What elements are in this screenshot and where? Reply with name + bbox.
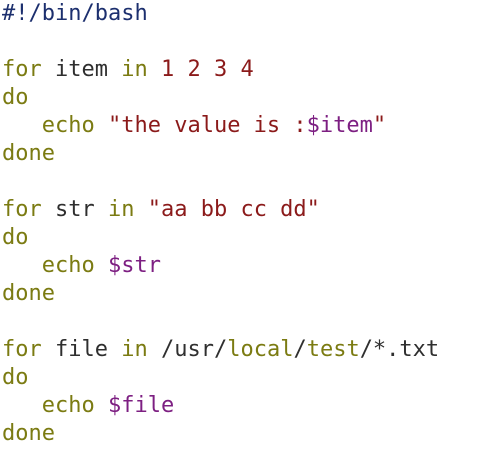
code-token: $item (306, 113, 373, 138)
code-token: in (121, 337, 148, 362)
code-token: " (372, 113, 387, 138)
code-token: #!/bin/bash (2, 1, 148, 26)
code-line[interactable]: done (2, 140, 485, 168)
code-token: echo (41, 113, 95, 138)
code-token: 1 (160, 57, 175, 82)
code-token: "aa bb cc dd" (147, 197, 320, 222)
code-line[interactable]: do (2, 224, 485, 252)
code-token: echo (41, 253, 95, 278)
code-line[interactable]: echo $str (2, 252, 485, 280)
code-token: in (121, 57, 148, 82)
code-line[interactable]: echo $file (2, 392, 485, 420)
code-token: item (41, 57, 122, 82)
code-token: test (306, 337, 360, 362)
code-token: /*.txt (359, 337, 440, 362)
code-line[interactable] (2, 308, 485, 336)
code-token: done (2, 281, 55, 306)
code-token: for (2, 57, 42, 82)
code-token (201, 57, 214, 82)
code-token: in (107, 197, 135, 222)
code-line[interactable]: done (2, 420, 485, 448)
code-line[interactable]: do (2, 84, 485, 112)
code-line[interactable]: #!/bin/bash (2, 0, 485, 28)
code-token (2, 393, 42, 418)
code-token: for (2, 197, 42, 222)
code-token (148, 57, 161, 82)
code-token: "the value is : (107, 113, 307, 138)
code-token (95, 393, 108, 418)
code-token: do (2, 225, 29, 250)
code-token: echo (41, 393, 95, 418)
code-token: /usr/ (147, 337, 228, 362)
code-line[interactable]: do (2, 364, 485, 392)
code-token: / (293, 337, 307, 362)
code-token (95, 113, 108, 138)
code-token (174, 57, 187, 82)
code-token: local (227, 337, 294, 362)
code-line[interactable]: for item in 1 2 3 4 (2, 56, 485, 84)
code-line[interactable] (2, 168, 485, 196)
code-token: done (2, 421, 55, 446)
code-token: $file (107, 393, 175, 418)
code-token: done (2, 141, 55, 166)
code-token: for (2, 337, 42, 362)
code-token (2, 113, 42, 138)
code-token: $str (107, 253, 161, 278)
code-token (2, 253, 42, 278)
code-token: str (41, 197, 108, 222)
code-token: do (2, 85, 29, 110)
code-line[interactable]: echo "the value is :$item" (2, 112, 485, 140)
code-token (95, 253, 108, 278)
code-token: file (41, 337, 122, 362)
code-token: do (2, 365, 29, 390)
code-line[interactable]: for file in /usr/local/test/*.txt (2, 336, 485, 364)
code-token: 4 (240, 57, 254, 82)
code-line[interactable]: for str in "aa bb cc dd" (2, 196, 485, 224)
code-line[interactable]: done (2, 280, 485, 308)
code-token (227, 57, 240, 82)
code-token: 2 (187, 57, 201, 82)
code-token: 3 (213, 57, 228, 82)
code-line[interactable] (2, 28, 485, 56)
code-token (134, 197, 147, 222)
